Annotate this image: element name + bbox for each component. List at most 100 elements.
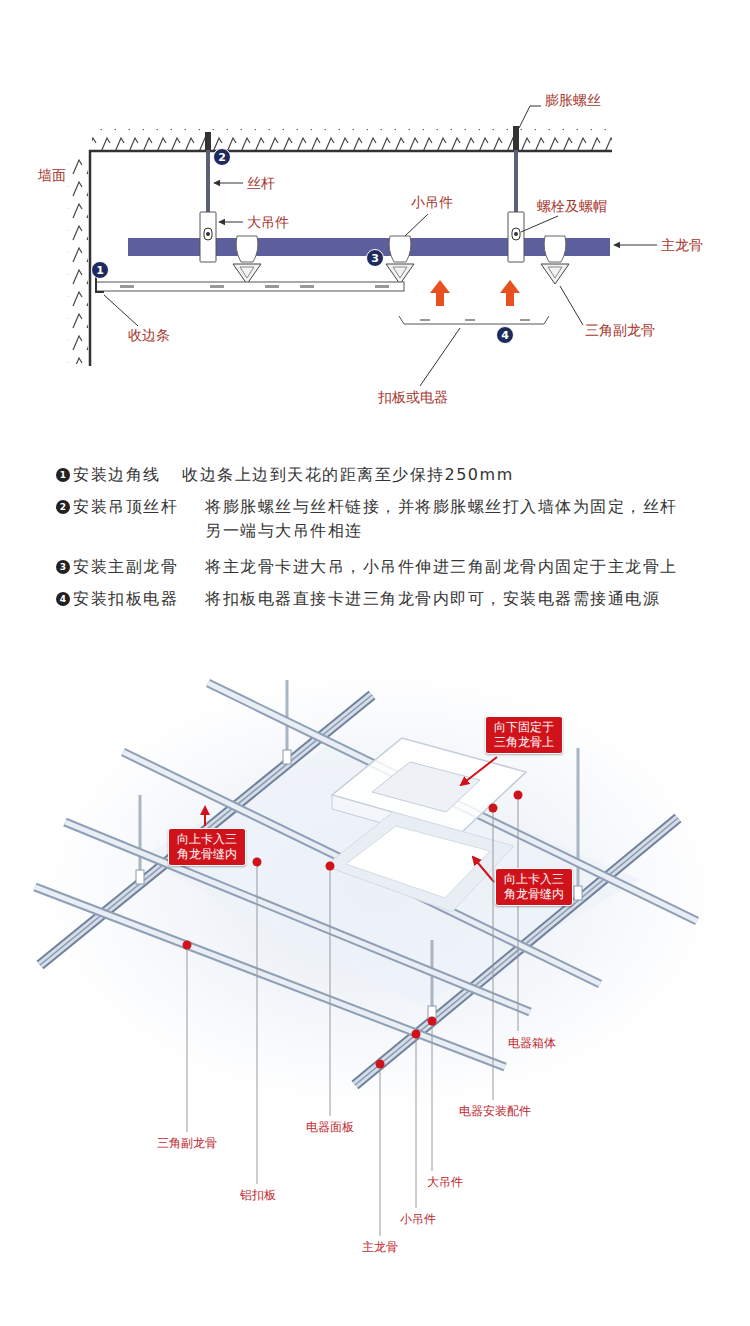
part-label-wrap: 大吊件 — [247, 214, 289, 231]
panel-slot — [300, 285, 314, 288]
part-label: 小吊件 — [400, 1212, 436, 1226]
step-heading: 安装扣板电器 — [73, 589, 178, 608]
callout-dot — [183, 941, 192, 950]
leader-line — [380, 1064, 381, 1236]
threaded-rod — [514, 150, 518, 214]
step-text: 将主龙骨卡进大吊，小吊件伸进三角副龙骨内固定于主龙骨上 — [205, 557, 678, 576]
leader-line — [330, 866, 331, 1116]
triangle-keel — [386, 264, 414, 284]
leader-line — [405, 214, 428, 236]
leader-line — [187, 945, 188, 1132]
callout-arrow — [473, 857, 494, 882]
part-label: 大吊件 — [427, 1175, 463, 1189]
leader-line — [521, 216, 558, 232]
part-label-wrap: 螺栓及螺帽 — [537, 198, 607, 215]
leader-line — [257, 862, 258, 1184]
step-heading-wrap: 安装吊顶丝杆 — [73, 495, 178, 519]
hanger-clip — [574, 886, 582, 900]
step-number: 4 — [56, 592, 70, 606]
part-label: 三角副龙骨 — [585, 322, 655, 338]
expansion-screw — [513, 126, 519, 152]
panel-slot — [375, 285, 389, 288]
part-label: 主龙骨 — [362, 1240, 398, 1254]
part-label: 电器面板 — [306, 1120, 354, 1134]
part-label-wrap: 小吊件 — [400, 1212, 436, 1227]
leader-line — [560, 286, 583, 325]
node-text: 1 — [60, 471, 66, 480]
leader-line — [519, 106, 541, 128]
leader-arrow — [219, 222, 243, 223]
triangle-keel — [35, 887, 505, 1067]
triangle-keel — [208, 683, 697, 921]
step-text-wrap: 将扣板电器直接卡进三角龙骨内即可，安装电器需接通电源 — [205, 587, 660, 611]
leader-line — [493, 808, 494, 1100]
panel-slot — [265, 285, 279, 288]
leader-arrow — [214, 183, 243, 184]
step-heading: 安装主副龙骨 — [73, 557, 178, 576]
part-label-wrap: 三角副龙骨 — [585, 322, 655, 339]
bolt — [206, 232, 210, 236]
panel-slot — [120, 285, 134, 288]
step-heading-wrap: 安装主副龙骨 — [73, 555, 178, 579]
triangle-keel — [35, 887, 505, 1067]
step-number: 3 — [56, 560, 70, 574]
panel-slot — [420, 319, 430, 321]
bolt-slot — [512, 228, 520, 240]
rod — [577, 748, 580, 900]
node-text: 4 — [501, 330, 509, 341]
step-text: 将膨胀螺丝与丝杆链接，并将膨胀螺丝打入墙体为固定，丝杆 另一端与大吊件相连 — [205, 497, 678, 540]
wall-hatch — [68, 154, 88, 364]
clip-panel — [399, 316, 549, 324]
callout-number: 4 — [496, 326, 514, 344]
step-heading-wrap: 安装扣板电器 — [73, 587, 178, 611]
step-number: 1 — [56, 468, 70, 482]
part-label: 收边条 — [128, 327, 170, 343]
expansion-screw — [205, 132, 211, 152]
big-hanger — [508, 212, 524, 262]
triangle-keel-inner — [548, 267, 562, 278]
part-label-wrap: 膨胀螺丝 — [545, 92, 601, 109]
step-text: 收边条上边到天花的距离至少保持250mm — [182, 465, 514, 484]
bolt-slot — [204, 228, 212, 240]
part-label: 电器安装配件 — [459, 1104, 531, 1118]
part-label-wrap: 大吊件 — [427, 1175, 463, 1190]
leader-line — [104, 295, 138, 326]
small-hanger — [544, 236, 566, 262]
panel-slot — [465, 319, 475, 321]
leader-line — [518, 795, 519, 1031]
part-label: 丝杆 — [247, 175, 275, 191]
step-text-wrap: 将膨胀螺丝与丝杆链接，并将膨胀螺丝打入墙体为固定，丝杆 另一端与大吊件相连 — [205, 495, 685, 543]
hanger-clip — [283, 750, 291, 764]
part-label: 墙面 — [38, 167, 66, 183]
leader-arrow — [614, 245, 657, 246]
part-label-wrap: 电器箱体 — [508, 1036, 556, 1051]
panel-slot — [520, 319, 530, 321]
callout-number: 3 — [366, 249, 384, 267]
node-text: 2 — [60, 503, 66, 512]
step-number: 2 — [56, 500, 70, 514]
triangle-keel-inner — [240, 267, 254, 278]
part-label: 电器箱体 — [508, 1036, 556, 1050]
part-label-wrap: 主龙骨 — [661, 237, 703, 254]
part-label: 大吊件 — [247, 214, 289, 230]
part-label: 铝扣板 — [240, 1188, 276, 1202]
ceiling-hatch — [92, 129, 612, 150]
part-label-wrap: 主龙骨 — [362, 1240, 398, 1255]
electrical-box-window — [372, 762, 480, 812]
step-text: 将扣板电器直接卡进三角龙骨内即可，安装电器需接通电源 — [205, 589, 660, 608]
triangle-keel — [208, 683, 697, 921]
hanger-clip — [136, 870, 144, 884]
node-text: 3 — [60, 563, 66, 572]
part-label: 三角副龙骨 — [157, 1136, 217, 1150]
callout-box: 向上卡入三 角龙骨缝内 — [495, 868, 573, 906]
part-label-wrap: 电器面板 — [306, 1120, 354, 1135]
node-text: 3 — [371, 253, 379, 264]
part-label-wrap: 电器安装配件 — [459, 1104, 531, 1119]
callout-dot — [514, 791, 523, 800]
part-label-wrap: 丝杆 — [247, 175, 275, 192]
step-text-wrap: 收边条上边到天花的距离至少保持250mm — [182, 463, 514, 487]
step-text-wrap: 将主龙骨卡进大吊，小吊件伸进三角副龙骨内固定于主龙骨上 — [205, 555, 678, 579]
callout-box: 向上卡入三 角龙骨缝内 — [168, 828, 246, 866]
